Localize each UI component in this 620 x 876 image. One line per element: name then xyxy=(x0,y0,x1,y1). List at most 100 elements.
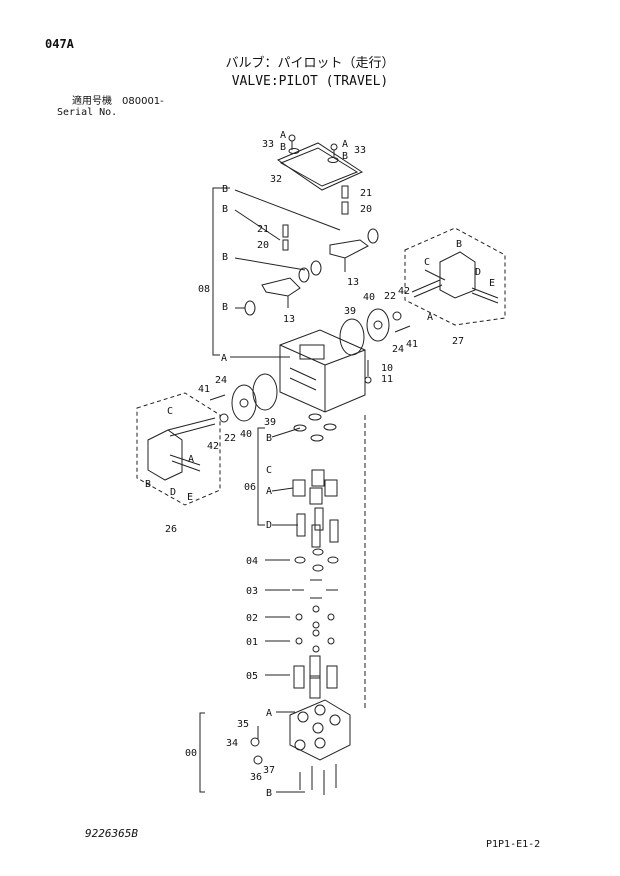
cover-40-right xyxy=(366,308,390,342)
block-26 xyxy=(147,417,216,481)
callout-E-26: E xyxy=(187,492,193,503)
title-japanese: バルブ：パイロット（走行） xyxy=(225,56,395,71)
callout-41-left: 41 xyxy=(198,384,210,395)
callout-03: 03 xyxy=(246,586,258,597)
callout-B-00: B xyxy=(266,788,272,799)
callout-B-27: B xyxy=(456,239,462,250)
callout-42-left: 42 xyxy=(207,441,219,452)
springs-05 xyxy=(293,655,338,699)
plate-39-right xyxy=(339,318,365,356)
callout-01: 01 xyxy=(246,637,258,648)
callout-41-right: 41 xyxy=(406,339,418,350)
callout-39-left: 39 xyxy=(264,417,276,428)
leader-lines xyxy=(230,356,305,793)
casing-body xyxy=(279,329,366,413)
callout-13-upper: 13 xyxy=(347,277,359,288)
callout-27: 27 xyxy=(452,336,464,347)
bracket-00 xyxy=(199,712,205,793)
callout-35: 35 xyxy=(237,719,249,730)
seats-02 xyxy=(295,605,335,629)
title-english: VALVE:PILOT (TRAVEL) xyxy=(231,74,389,89)
callout-A-26: A xyxy=(188,454,194,465)
callout-20-upper: 20 xyxy=(360,204,372,215)
serial-label-japanese: 適用号機 080001- xyxy=(72,96,164,107)
washers-01 xyxy=(295,629,335,653)
document-number: 9226365B xyxy=(85,827,138,840)
callout-40-left: 40 xyxy=(240,429,252,440)
callout-11: 11 xyxy=(381,374,393,385)
callout-B-08d: B xyxy=(222,302,228,313)
screw-33-left xyxy=(288,134,300,154)
callout-34: 34 xyxy=(226,738,238,749)
plate-39-left xyxy=(252,373,278,411)
callout-D-26: D xyxy=(170,487,176,498)
callout-B-left: B xyxy=(280,142,286,153)
callout-20-lower: 20 xyxy=(257,240,269,251)
callout-D-06: D xyxy=(266,520,272,531)
callout-D-27: D xyxy=(475,267,481,278)
seals-06-top xyxy=(293,413,337,442)
subassembly-27-box xyxy=(404,227,506,326)
bracket-08 xyxy=(212,187,341,356)
callout-42-right: 42 xyxy=(398,286,410,297)
callout-08: 08 xyxy=(198,284,210,295)
springs-03 xyxy=(292,579,338,599)
callout-B-08a: B xyxy=(222,184,228,195)
callout-21-upper: 21 xyxy=(360,188,372,199)
callout-04: 04 xyxy=(246,556,258,567)
callout-B-08b: B xyxy=(222,204,228,215)
callout-32: 32 xyxy=(270,174,282,185)
callout-13-lower: 13 xyxy=(283,314,295,325)
block-27 xyxy=(411,251,499,304)
callout-A-00: A xyxy=(266,708,272,719)
callout-B-06: B xyxy=(266,433,272,444)
page-code: P1P1-E1-2 xyxy=(486,839,541,850)
casing-bottom xyxy=(289,699,351,761)
bracket-06 xyxy=(257,427,265,526)
seal-22-24-left xyxy=(209,394,229,423)
callout-21-lower: 21 xyxy=(257,224,269,235)
callout-40-right: 40 xyxy=(363,292,375,303)
callout-C-06: C xyxy=(266,465,272,476)
callout-B-26: B xyxy=(145,479,151,490)
cam-13-upper xyxy=(310,228,379,276)
bolts-10-11 xyxy=(364,360,372,384)
callout-A-left: A xyxy=(280,130,286,141)
callout-24-right: 24 xyxy=(392,344,404,355)
pin-20-21-lower xyxy=(282,224,289,251)
callout-labels: 33 A B A B 33 32 21 20 21 20 B B B B 08 … xyxy=(145,130,495,799)
callout-39-right: 39 xyxy=(344,306,356,317)
cam-13-lower xyxy=(244,267,310,316)
callout-26: 26 xyxy=(165,524,177,535)
callout-A-casing: A xyxy=(221,353,227,364)
callout-36: 36 xyxy=(250,772,262,783)
callout-B-08c: B xyxy=(222,252,228,263)
callout-A-right: A xyxy=(342,139,348,150)
callout-E-27: E xyxy=(489,278,495,289)
subassembly-26-box xyxy=(136,392,221,506)
seal-22-24-right xyxy=(392,311,411,333)
spools-06-A xyxy=(292,469,338,505)
callout-02: 02 xyxy=(246,613,258,624)
diagram-code: 047A xyxy=(45,37,74,51)
callout-22-right: 22 xyxy=(384,291,396,302)
callout-10: 10 xyxy=(381,363,393,374)
callout-A-06: A xyxy=(266,486,272,497)
pin-21-upper xyxy=(341,185,349,215)
cover-40-left xyxy=(231,384,257,422)
callout-C-26: C xyxy=(167,406,173,417)
serial-label-english: Serial No. xyxy=(57,107,118,118)
callout-37: 37 xyxy=(263,765,275,776)
callout-05: 05 xyxy=(246,671,258,682)
callout-C-27: C xyxy=(424,257,430,268)
callout-00: 00 xyxy=(185,748,197,759)
callout-22-left: 22 xyxy=(224,433,236,444)
washers-04 xyxy=(294,548,339,572)
callout-33-right: 33 xyxy=(354,145,366,156)
callout-A-27: A xyxy=(427,312,433,323)
callout-B-right: B xyxy=(342,151,348,162)
callout-06: 06 xyxy=(244,482,256,493)
screw-33-right xyxy=(327,143,339,163)
rods-06-D xyxy=(296,507,339,548)
